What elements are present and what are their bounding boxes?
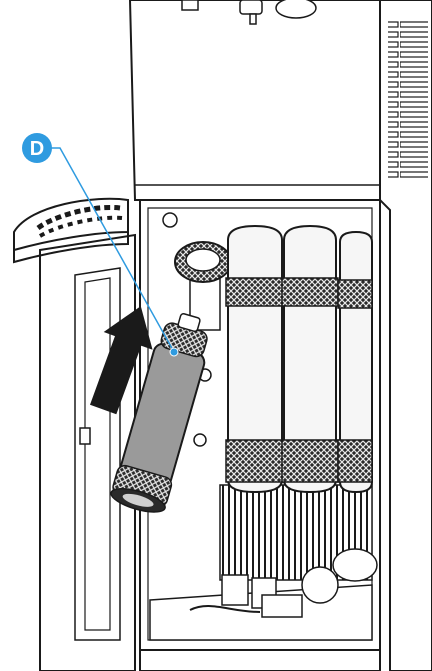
- pump-assembly: [149, 548, 378, 641]
- open-door: [13, 197, 136, 671]
- side-vents: [388, 18, 428, 178]
- filter-cartridge-3: [337, 230, 373, 494]
- cabinet-side-panel: [379, 0, 432, 671]
- installed-filters: [225, 224, 373, 494]
- callout-badge: [22, 133, 52, 163]
- filter-cartridge-2: [281, 224, 339, 494]
- arrow-up-icon: [90, 306, 153, 415]
- door-latch: [79, 427, 91, 445]
- dispenser-head: [128, 0, 381, 201]
- filter-cartridge-1: [225, 224, 285, 494]
- callout-anchor-dot: [169, 347, 179, 357]
- callout-d: [22, 133, 179, 357]
- filter-head-socket: [174, 241, 232, 447]
